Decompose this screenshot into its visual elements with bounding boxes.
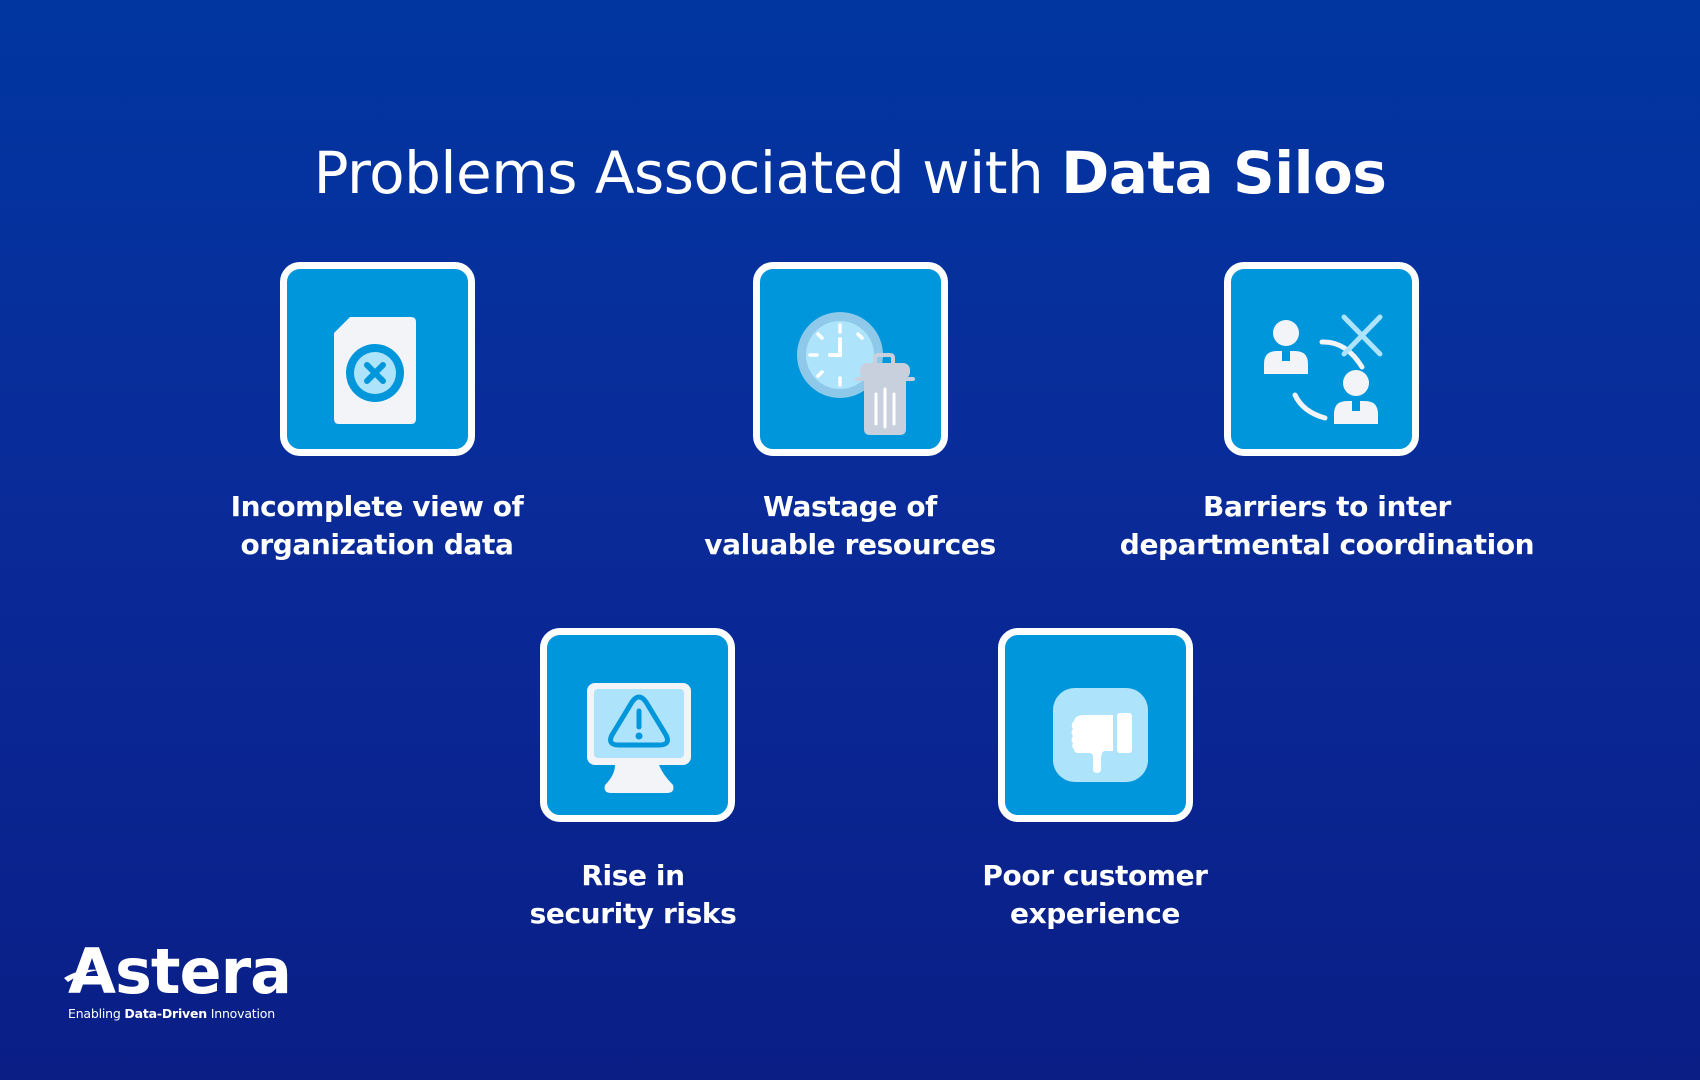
problem-label-security: Rise in security risks [373, 857, 893, 933]
title-bold: Data Silos [1061, 138, 1387, 207]
label-line: Barriers to inter [1203, 490, 1451, 523]
label-line: Rise in [581, 859, 685, 892]
tagline-bold: Data-Driven [124, 1006, 207, 1021]
document-error-icon [334, 317, 416, 424]
label-line: experience [1009, 897, 1180, 930]
problem-card-security [540, 628, 735, 822]
problem-card-incomplete-view [280, 262, 475, 456]
problem-label-customer-experience: Poor customer experience [835, 857, 1355, 933]
label-line: valuable resources [704, 528, 996, 561]
clock-trash-icon [797, 312, 915, 435]
problem-card-customer-experience [998, 628, 1193, 822]
problem-label-coordination: Barriers to inter departmental coordinat… [1067, 488, 1587, 564]
label-line: Poor customer [982, 859, 1208, 892]
label-line: organization data [240, 528, 514, 561]
logo-tagline: Enabling Data-Driven Innovation [68, 1006, 298, 1022]
page-title: Problems Associated with Data Silos [0, 135, 1700, 211]
problem-label-wastage: Wastage of valuable resources [590, 488, 1110, 564]
title-regular: Problems Associated with [313, 138, 1062, 207]
problem-card-coordination [1224, 262, 1419, 456]
label-line: Incomplete view of [230, 490, 524, 523]
problem-card-wastage [753, 262, 948, 456]
monitor-warning-icon [587, 683, 691, 793]
label-line: Wastage of [763, 490, 937, 523]
logo-wordmark: Astera [64, 940, 298, 1004]
label-line: security risks [529, 897, 737, 930]
logo-swoosh-icon [64, 969, 100, 982]
tagline-pre: Enabling [68, 1006, 125, 1021]
label-line: departmental coordination [1119, 528, 1535, 561]
thumbs-down-icon [1053, 688, 1148, 782]
tagline-post: Innovation [206, 1006, 275, 1021]
logo-name: Astera [68, 935, 292, 1008]
problem-label-incomplete-view: Incomplete view of organization data [117, 488, 637, 564]
disconnected-people-icon [1264, 314, 1383, 424]
astera-logo: Astera Enabling Data-Driven Innovation [64, 940, 298, 1022]
